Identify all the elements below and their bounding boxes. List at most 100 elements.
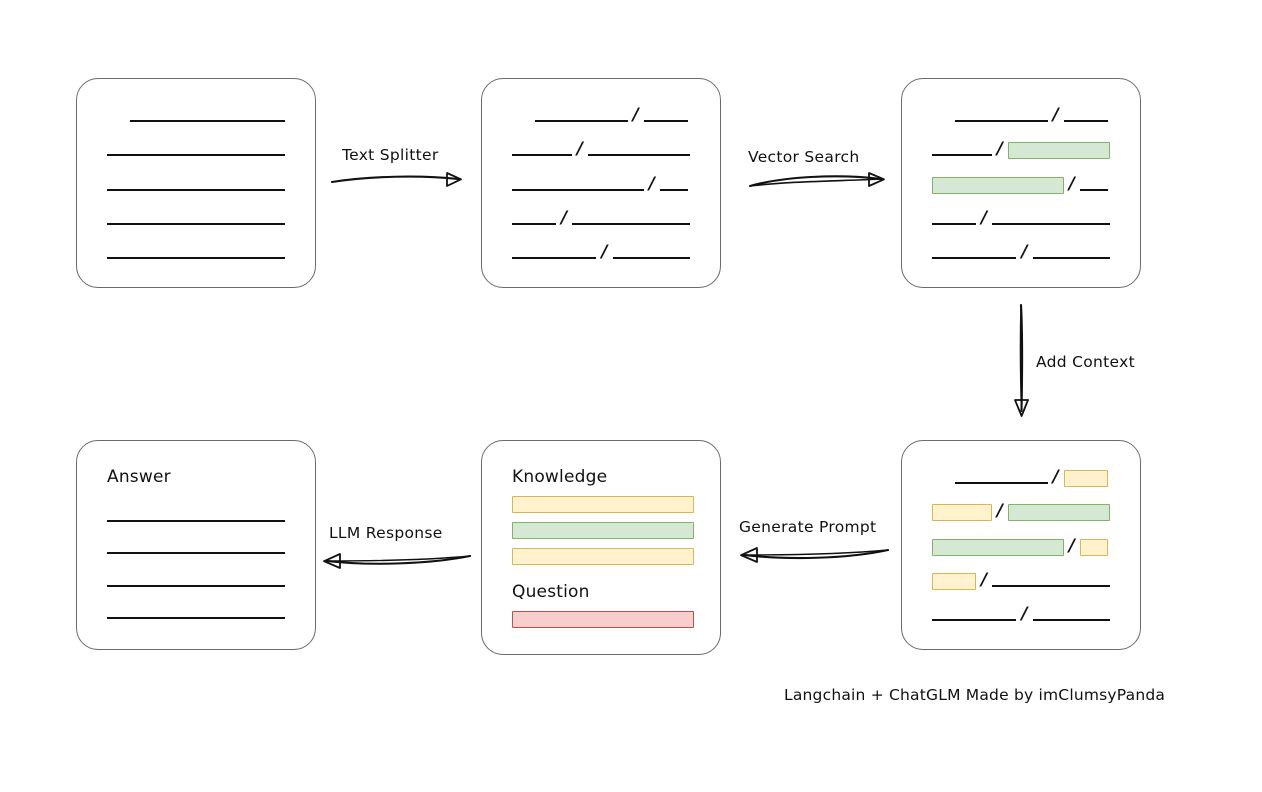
line-list: / / / / /: [932, 467, 1110, 624]
text-segment: [932, 619, 1017, 621]
edge-label-generate-prompt: Generate Prompt: [739, 518, 877, 536]
highlighted-chunk-yellow: [1079, 538, 1109, 556]
vector-search-arrow: [748, 172, 885, 188]
text-segment: [512, 222, 556, 225]
text-line: [107, 143, 285, 158]
card-context-added[interactable]: / / / / /: [901, 440, 1141, 650]
vector-results-lines: / / / / /: [932, 105, 1110, 262]
text-line: [107, 606, 285, 621]
knowledge-bar-yellow: [512, 496, 694, 513]
split-chunks-lines: / / / / /: [512, 105, 690, 262]
text-line: [107, 246, 285, 261]
text-segment: [955, 120, 1048, 122]
text-segment: [572, 222, 690, 225]
text-segment: [1032, 619, 1110, 621]
answer-heading: Answer: [107, 467, 171, 487]
highlighted-chunk-green: [1008, 142, 1110, 160]
text-line: /: [512, 207, 690, 228]
text-segment: [107, 222, 285, 225]
text-segment: [107, 188, 285, 191]
text-segment: [1032, 257, 1110, 259]
line-list: / / / / /: [932, 105, 1110, 262]
text-segment: [659, 188, 689, 191]
source-document-lines: [107, 109, 285, 261]
card-generated-prompt[interactable]: Knowledge Question: [481, 440, 721, 655]
chunk-separator: /: [576, 139, 583, 160]
question-bar-red: [512, 611, 694, 628]
llm-response-arrow: [323, 553, 472, 569]
highlighted-chunk-green: [932, 176, 1064, 194]
text-segment: [107, 552, 285, 555]
chunk-separator: /: [1052, 105, 1059, 125]
chunk-separator: /: [560, 207, 568, 228]
edge-label-text-splitter: Text Splitter: [342, 146, 439, 164]
chunk-separator: /: [1021, 604, 1028, 624]
chunk-separator: /: [1068, 173, 1075, 194]
text-segment: [512, 154, 572, 157]
text-line: /: [932, 501, 1110, 522]
prompt-body: Knowledge Question: [512, 467, 694, 628]
context-added-lines: / / / / /: [932, 467, 1110, 624]
line-list: [107, 109, 285, 261]
text-line: /: [932, 535, 1110, 556]
text-line: [107, 178, 285, 193]
answer-lines: [107, 509, 285, 621]
knowledge-bar-yellow: [512, 548, 694, 565]
text-line: [107, 574, 285, 589]
text-segment: [932, 222, 976, 225]
chunk-separator: /: [996, 501, 1004, 522]
chunk-separator: /: [1052, 467, 1059, 487]
highlighted-chunk-green: [1008, 504, 1110, 522]
text-segment: [107, 616, 285, 619]
question-bar-list: [512, 611, 694, 628]
chunk-separator: /: [601, 242, 608, 262]
highlighted-chunk-green: [932, 538, 1064, 556]
text-line: /: [932, 139, 1110, 160]
text-segment: [130, 120, 285, 122]
text-segment: [955, 482, 1048, 484]
chunk-separator: /: [980, 207, 988, 228]
card-vector-search-results[interactable]: / / / / /: [901, 78, 1141, 288]
chunk-separator: /: [632, 105, 639, 125]
line-list: / / / / /: [512, 105, 690, 262]
text-line: [107, 509, 285, 524]
chunk-separator: /: [648, 173, 655, 194]
edge-label-vector-search: Vector Search: [748, 148, 860, 166]
text-segment: [588, 154, 690, 157]
generate-prompt-arrow: [740, 547, 890, 563]
text-line: /: [932, 467, 1110, 487]
chunk-separator: /: [1068, 535, 1075, 556]
text-segment: [107, 584, 285, 587]
diagram-caption: Langchain + ChatGLM Made by imClumsyPand…: [784, 686, 1166, 704]
text-segment: [992, 584, 1110, 587]
edge-label-add-context: Add Context: [1036, 353, 1135, 371]
question-heading: Question: [512, 582, 590, 602]
chunk-separator: /: [980, 569, 988, 590]
text-segment: [643, 120, 689, 122]
text-segment: [932, 154, 992, 157]
text-line: /: [512, 173, 690, 194]
highlighted-chunk-yellow: [932, 572, 976, 590]
text-line: /: [932, 242, 1110, 262]
knowledge-heading: Knowledge: [512, 467, 608, 487]
text-segment: [107, 257, 285, 259]
knowledge-bar-green: [512, 522, 694, 539]
text-line: /: [512, 242, 690, 262]
text-segment: [535, 120, 628, 122]
chunk-separator: /: [996, 139, 1003, 160]
card-split-chunks[interactable]: / / / / /: [481, 78, 721, 288]
text-line: /: [512, 105, 690, 125]
card-answer[interactable]: Answer: [76, 440, 316, 650]
text-segment: [107, 520, 285, 522]
text-segment: [512, 188, 644, 191]
text-segment: [107, 154, 285, 157]
text-line: /: [932, 105, 1110, 125]
chunk-separator: /: [1021, 242, 1028, 262]
text-splitter-arrow: [330, 172, 462, 187]
text-segment: [992, 222, 1110, 225]
prompt-spacer: [512, 565, 694, 578]
text-segment: [1063, 120, 1109, 122]
highlighted-chunk-yellow: [1063, 470, 1109, 487]
text-segment: [932, 257, 1017, 259]
card-source-document[interactable]: [76, 78, 316, 288]
